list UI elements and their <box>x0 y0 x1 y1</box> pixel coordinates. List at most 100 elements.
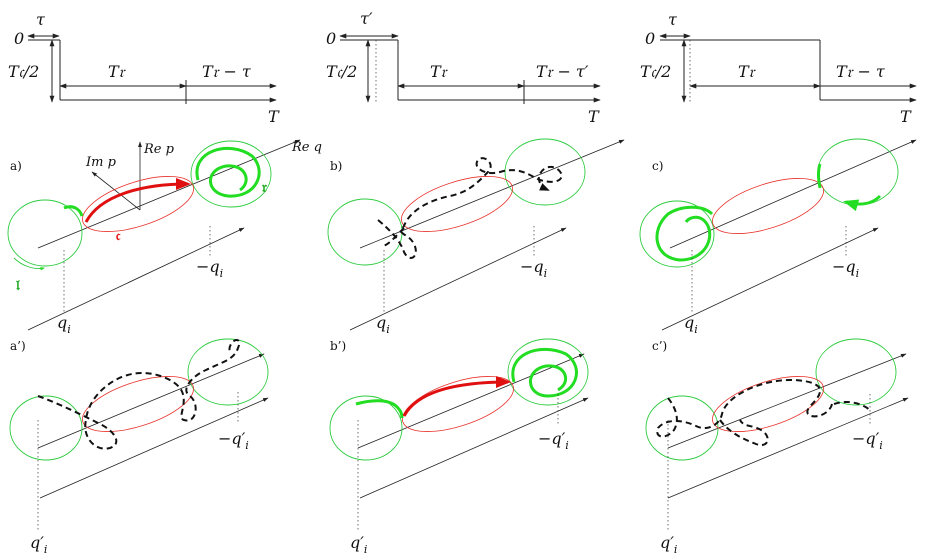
panel-b-prime: b’) q′i −q′i <box>329 338 589 556</box>
label-neg-qi-sub: i <box>565 439 569 452</box>
label-qi-sub: i <box>364 543 368 556</box>
re-q-axis <box>359 139 625 249</box>
axis-label-re-p: Re p <box>143 142 175 157</box>
green-arc-l <box>13 257 45 271</box>
left-orbit <box>639 200 715 268</box>
timeline-zero: 0 <box>645 29 655 48</box>
timeline-mid: T𝔯 <box>738 62 757 81</box>
timeline-shift: τ′ <box>360 9 373 28</box>
timeline-3: 0 τ T𝔠/2 T𝔯 T𝔯 − τ T <box>640 10 917 126</box>
timeline-rest: T𝔯 − τ <box>836 62 886 81</box>
panel-a: a) Re q Re p Im p 𝔠 𝔯 𝔩 qi −qi <box>7 139 322 336</box>
im-p-axis <box>91 171 141 211</box>
label-qi-sub: i <box>694 323 698 336</box>
lower-axis <box>359 397 589 499</box>
green-hook <box>355 399 404 419</box>
svg-text:−qi: −qi <box>196 257 223 280</box>
timeline-zero: 0 <box>14 29 24 48</box>
left-orbit <box>329 395 403 461</box>
timeline-end: T <box>268 107 280 126</box>
red-path <box>402 376 511 417</box>
dashed-path-a2 <box>37 339 241 450</box>
left-orbit <box>7 199 83 267</box>
timeline-shift: τ <box>668 10 678 29</box>
right-orbit <box>507 338 589 406</box>
re-q-axis <box>357 353 585 449</box>
axis-label-im-p: Im p <box>85 155 117 170</box>
axis-label-re-q: Re q <box>291 140 322 155</box>
label-frak-r: 𝔯 <box>261 180 268 196</box>
svg-text:−qi: −qi <box>520 257 547 280</box>
timeline-half: T𝔠/2 <box>326 62 357 81</box>
right-orbit <box>190 140 272 208</box>
lower-axis <box>667 397 909 499</box>
label-neg-qi-sub: i <box>879 439 883 452</box>
center-orbit <box>82 376 194 432</box>
timeline-end: T <box>900 107 912 126</box>
panel-c-prime: c’) q′i −q′i <box>645 338 909 556</box>
timeline-half: T𝔠/2 <box>8 62 39 81</box>
timeline-half: T𝔠/2 <box>640 62 671 81</box>
timeline-zero: 0 <box>326 29 336 48</box>
panel-b: b) qi −qi <box>327 138 625 336</box>
label-neg-qi-sub: i <box>856 267 860 280</box>
timeline-rest: T𝔯 − τ′ <box>536 62 589 81</box>
timeline-mid: T𝔯 <box>430 62 449 81</box>
timeline-mid: T𝔯 <box>108 62 127 81</box>
panel-tag: a) <box>10 159 22 173</box>
label-neg-qi: −q <box>832 257 856 276</box>
lower-axis <box>661 227 879 331</box>
panel-tag: b) <box>330 159 342 173</box>
right-orbit <box>817 138 899 206</box>
timeline-shift: τ <box>36 10 46 29</box>
panel-c: c) qi −qi <box>639 138 917 336</box>
lower-axis <box>349 227 567 331</box>
green-spiral-l <box>655 205 714 262</box>
label-neg-qi: −q <box>520 257 544 276</box>
panel-tag: a’) <box>10 339 26 353</box>
red-path-c <box>84 178 191 223</box>
dashed-loop-b <box>381 227 405 247</box>
svg-text:qi: qi <box>376 313 390 336</box>
svg-text:q′i: q′i <box>30 533 47 556</box>
label-qi-sub: i <box>674 543 678 556</box>
svg-text:q′i: q′i <box>350 533 367 556</box>
timeline-1: 0 τ T𝔠/2 T𝔯 T𝔯 − τ T <box>8 10 280 126</box>
green-spiral-r <box>511 347 578 398</box>
center-orbit <box>401 176 513 232</box>
panel-tag: b’) <box>330 339 346 353</box>
label-frak-c: 𝔠 <box>116 228 121 244</box>
svg-text:−q′i: −q′i <box>538 429 569 452</box>
dashed-tail-c2 <box>833 401 871 411</box>
svg-text:qi: qi <box>684 313 698 336</box>
label-neg-qi: −q′ <box>218 429 246 448</box>
timeline-end: T <box>588 107 600 126</box>
timeline-rest: T𝔯 − τ <box>202 62 252 81</box>
center-orbit <box>402 376 514 432</box>
green-arc-r <box>843 194 882 212</box>
label-qi: q <box>684 313 694 332</box>
re-q-axis <box>37 353 265 449</box>
label-qi: q′ <box>30 533 44 552</box>
label-qi: q <box>376 313 386 332</box>
svg-text:q′i: q′i <box>660 533 677 556</box>
label-neg-qi-sub: i <box>245 439 249 452</box>
lower-axis <box>27 227 245 331</box>
svg-text:−q′i: −q′i <box>852 429 883 452</box>
panel-tag: c) <box>652 159 663 173</box>
label-qi-sub: i <box>67 323 71 336</box>
label-frak-l: 𝔩 <box>16 278 20 294</box>
svg-text:−qi: −qi <box>832 257 859 280</box>
label-qi-sub: i <box>44 543 48 556</box>
green-spiral-r <box>195 146 261 198</box>
re-q-axis <box>667 353 907 449</box>
label-qi: q <box>57 313 67 332</box>
center-orbit <box>712 178 824 234</box>
center-orbit <box>82 176 194 232</box>
right-orbit <box>504 138 586 206</box>
label-qi: q′ <box>350 533 364 552</box>
left-orbit <box>327 198 403 266</box>
re-q-axis <box>669 139 917 249</box>
green-hook-r <box>817 163 822 189</box>
